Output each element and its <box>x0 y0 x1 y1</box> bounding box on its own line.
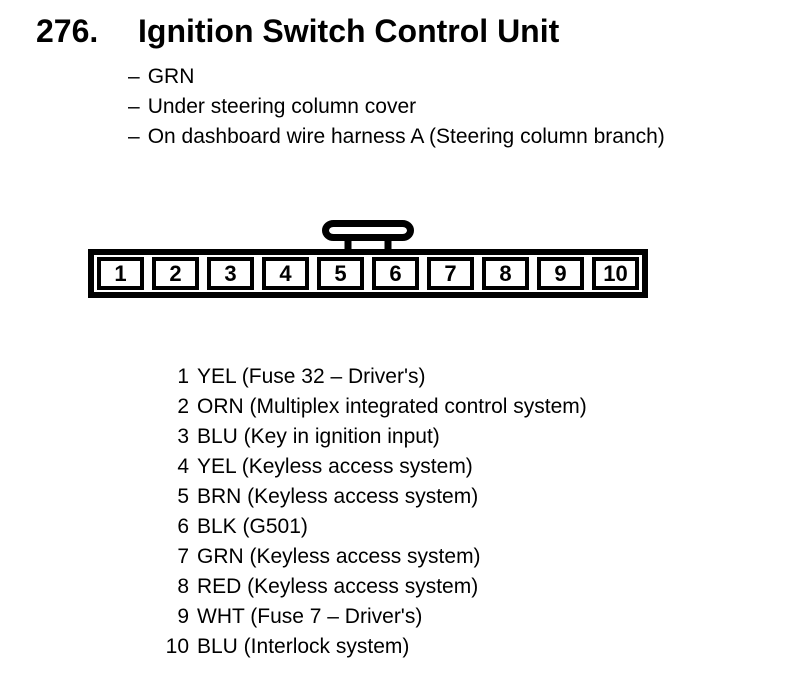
connector-pin-cell: 4 <box>262 257 309 290</box>
pin-number: 5 <box>177 485 189 508</box>
pin-row: 6 BLK (G501) <box>164 512 587 542</box>
pin-number: 6 <box>177 515 189 538</box>
connector-pin-cell: 10 <box>592 257 639 290</box>
pin-number: 8 <box>177 575 189 598</box>
pin-description: BLK (G501) <box>197 515 308 538</box>
dash-bullet: – <box>128 65 140 88</box>
pin-number: 2 <box>177 395 189 418</box>
pin-row: 9 WHT (Fuse 7 – Driver's) <box>164 602 587 632</box>
dash-bullet: – <box>128 95 140 118</box>
pin-description: YEL (Keyless access system) <box>197 455 473 478</box>
note-item: – Under steering column cover <box>128 92 665 122</box>
dash-bullet: – <box>128 125 140 148</box>
pin-description: ORN (Multiplex integrated control system… <box>197 395 587 418</box>
connector-diagram: 1 2 3 4 5 6 7 8 9 10 <box>88 220 648 298</box>
pin-description: BRN (Keyless access system) <box>197 485 479 508</box>
pin-row: 4 YEL (Keyless access system) <box>164 452 587 482</box>
pin-row: 5 BRN (Keyless access system) <box>164 482 587 512</box>
connector-pin-cell: 7 <box>427 257 474 290</box>
pin-row: 2 ORN (Multiplex integrated control syst… <box>164 392 587 422</box>
pin-row: 7 GRN (Keyless access system) <box>164 542 587 572</box>
pin-row: 3 BLU (Key in ignition input) <box>164 422 587 452</box>
pin-description: BLU (Key in ignition input) <box>197 425 440 448</box>
note-text: GRN <box>147 65 195 88</box>
page-title: Ignition Switch Control Unit <box>138 13 560 49</box>
section-number: 276. <box>36 13 99 49</box>
note-item: – GRN <box>128 62 665 92</box>
connector-pin-cell: 2 <box>152 257 199 290</box>
pin-row: 8 RED (Keyless access system) <box>164 572 587 602</box>
pin-number: 4 <box>177 455 189 478</box>
note-item: – On dashboard wire harness A (Steering … <box>128 122 665 152</box>
connector-pin-cell: 9 <box>537 257 584 290</box>
connector-pin-cell: 1 <box>97 257 144 290</box>
connector-body: 1 2 3 4 5 6 7 8 9 10 <box>88 249 648 298</box>
location-notes: – GRN – Under steering column cover – On… <box>128 62 665 152</box>
pin-description: BLU (Interlock system) <box>197 635 410 658</box>
pin-description: GRN (Keyless access system) <box>197 545 481 568</box>
pin-description: RED (Keyless access system) <box>197 575 479 598</box>
connector-pin-cell: 5 <box>317 257 364 290</box>
pin-number: 10 <box>165 635 189 658</box>
connector-pin-cell: 6 <box>372 257 419 290</box>
pin-number: 9 <box>177 605 189 628</box>
pin-description: WHT (Fuse 7 – Driver's) <box>197 605 423 628</box>
pin-number: 3 <box>177 425 189 448</box>
connector-pin-cell: 3 <box>207 257 254 290</box>
note-text: Under steering column cover <box>147 95 417 118</box>
pin-row: 10 BLU (Interlock system) <box>164 632 587 662</box>
connector-pin-cell: 8 <box>482 257 529 290</box>
pin-list: 1 YEL (Fuse 32 – Driver's) 2 ORN (Multip… <box>164 362 587 662</box>
note-text: On dashboard wire harness A (Steering co… <box>147 125 665 148</box>
connector-keying-tab-icon <box>322 220 414 250</box>
pin-row: 1 YEL (Fuse 32 – Driver's) <box>164 362 587 392</box>
pin-description: YEL (Fuse 32 – Driver's) <box>197 365 426 388</box>
pin-number: 1 <box>177 365 189 388</box>
pin-number: 7 <box>177 545 189 568</box>
